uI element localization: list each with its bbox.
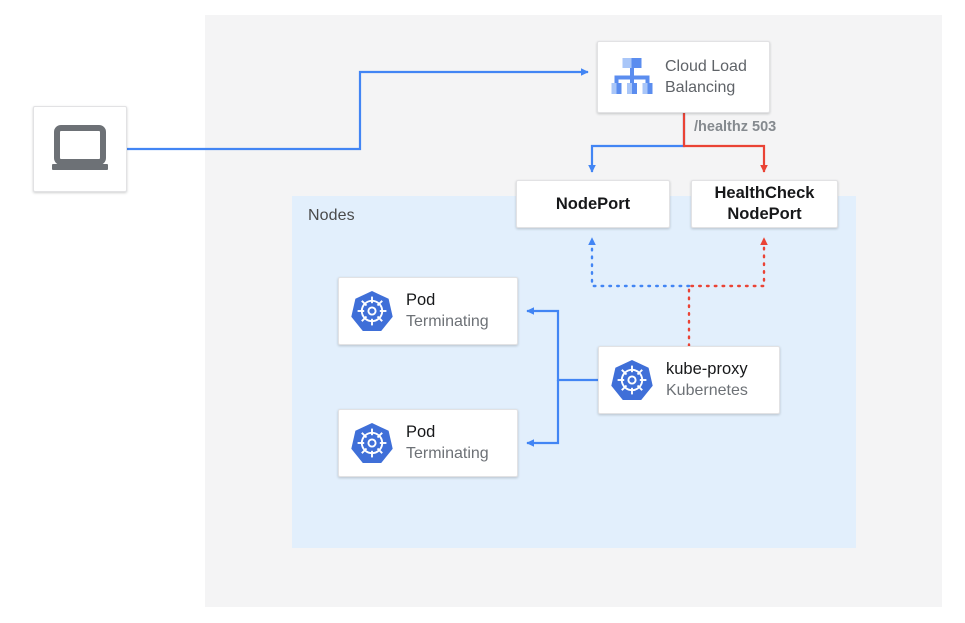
healthcheck-nodeport-text: HealthCheck NodePort: [692, 183, 837, 225]
cloud-load-balancing-card: Cloud Load Balancing: [597, 41, 770, 113]
pod-card-1: Pod Terminating: [338, 277, 518, 345]
pod-title-2: Pod: [406, 423, 436, 441]
kubernetes-icon: [351, 291, 393, 331]
cloud-load-balancing-icon: [611, 58, 653, 94]
healthz-edge-label: /healthz 503: [694, 119, 777, 135]
cloud-load-balancing-text: Cloud Load Balancing: [665, 56, 747, 98]
nodeport-label: NodePort: [555, 194, 631, 213]
pod-text-1: Pod Terminating: [406, 290, 489, 332]
kubernetes-icon: [611, 360, 653, 400]
pod-card-2: Pod Terminating: [338, 409, 518, 477]
pod-title-1: Pod: [406, 291, 436, 309]
cloud-load-balancing-title-line1: Cloud Load: [665, 58, 747, 75]
cloud-load-balancing-title-line2: Balancing: [665, 79, 736, 96]
healthcheck-nodeport-card: HealthCheck NodePort: [691, 180, 838, 228]
kube-proxy-card: kube-proxy Kubernetes: [598, 346, 780, 414]
laptop-icon: [52, 125, 108, 170]
kube-proxy-title: kube-proxy: [666, 360, 748, 378]
kubernetes-icon: [351, 423, 393, 463]
healthcheck-nodeport-label-line2: NodePort: [727, 205, 802, 223]
kube-proxy-text: kube-proxy Kubernetes: [666, 359, 748, 401]
healthcheck-nodeport-label-line1: HealthCheck: [714, 184, 815, 202]
pod-status-1: Terminating: [406, 313, 489, 330]
kube-proxy-subtitle: Kubernetes: [666, 382, 748, 399]
nodes-panel-label: Nodes: [308, 207, 355, 224]
client-device-card: [33, 106, 127, 192]
pod-text-2: Pod Terminating: [406, 422, 489, 464]
pod-status-2: Terminating: [406, 445, 489, 462]
nodeport-card: NodePort: [516, 180, 670, 228]
